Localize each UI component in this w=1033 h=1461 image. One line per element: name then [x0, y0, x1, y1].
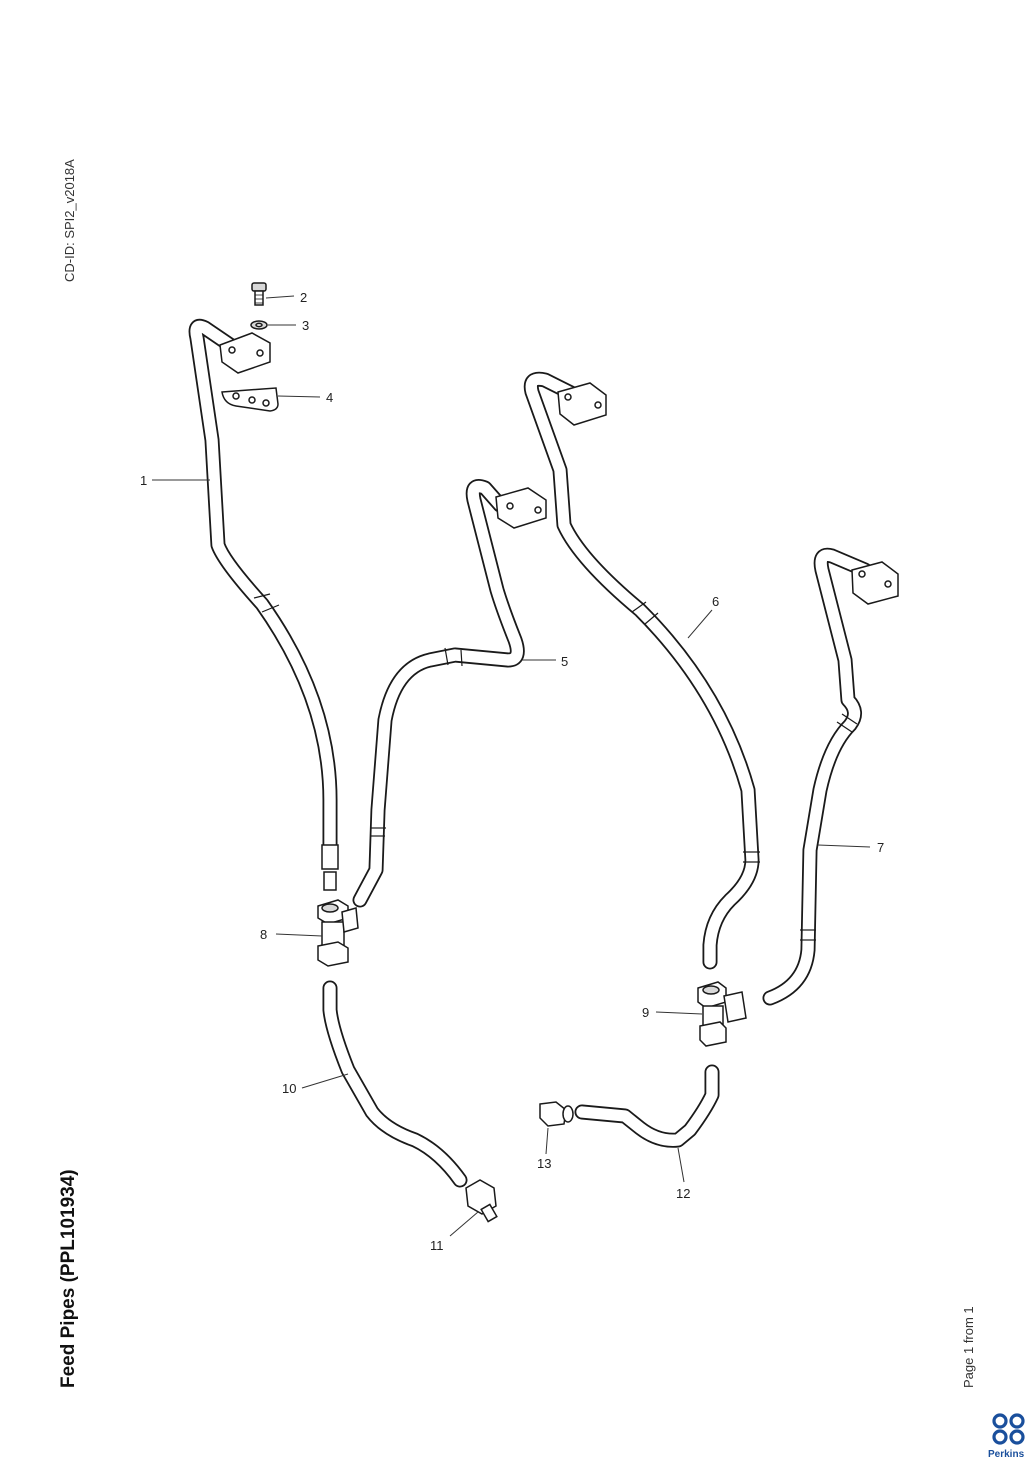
- callout-10: 10: [282, 1081, 296, 1096]
- washer-3: [250, 320, 268, 330]
- callout-9: 9: [642, 1005, 649, 1020]
- clamp-plate-4: [221, 387, 279, 412]
- callout-13: 13: [537, 1156, 551, 1171]
- pipe-12: [574, 1064, 720, 1148]
- pipe-7-end-block: [851, 561, 899, 605]
- callout-8: 8: [260, 927, 267, 942]
- brand-name: Perkins: [988, 1449, 1025, 1460]
- pipe-6-end-block: [557, 382, 607, 426]
- callout-2: 2: [300, 290, 307, 305]
- callout-12: 12: [676, 1186, 690, 1201]
- pipe-7: [762, 547, 873, 1006]
- nut-13: [539, 1101, 574, 1127]
- pipe-1: [188, 318, 339, 891]
- callout-6: 6: [712, 594, 719, 609]
- pipe-10: [322, 980, 468, 1188]
- tee-fitting-9: [697, 981, 747, 1047]
- pipe-5: [352, 479, 525, 908]
- nut-11: [465, 1179, 498, 1223]
- pipe-5-end-block: [495, 487, 547, 529]
- callout-4: 4: [326, 390, 333, 405]
- bolt-2: [251, 282, 267, 306]
- tee-fitting-8: [317, 899, 359, 967]
- leader-lines: [152, 295, 871, 1237]
- perkins-logo-icon: [992, 1413, 1025, 1445]
- pipe-6: [523, 371, 760, 970]
- callout-7: 7: [877, 840, 884, 855]
- callout-numbers: 1 2 3 4 5 6 7 8 9 10 11 12 13: [140, 290, 884, 1253]
- callout-5: 5: [561, 654, 568, 669]
- callout-11: 11: [430, 1238, 444, 1253]
- callout-3: 3: [302, 318, 309, 333]
- callout-1: 1: [140, 473, 147, 488]
- pipe-1-end-block: [219, 332, 271, 374]
